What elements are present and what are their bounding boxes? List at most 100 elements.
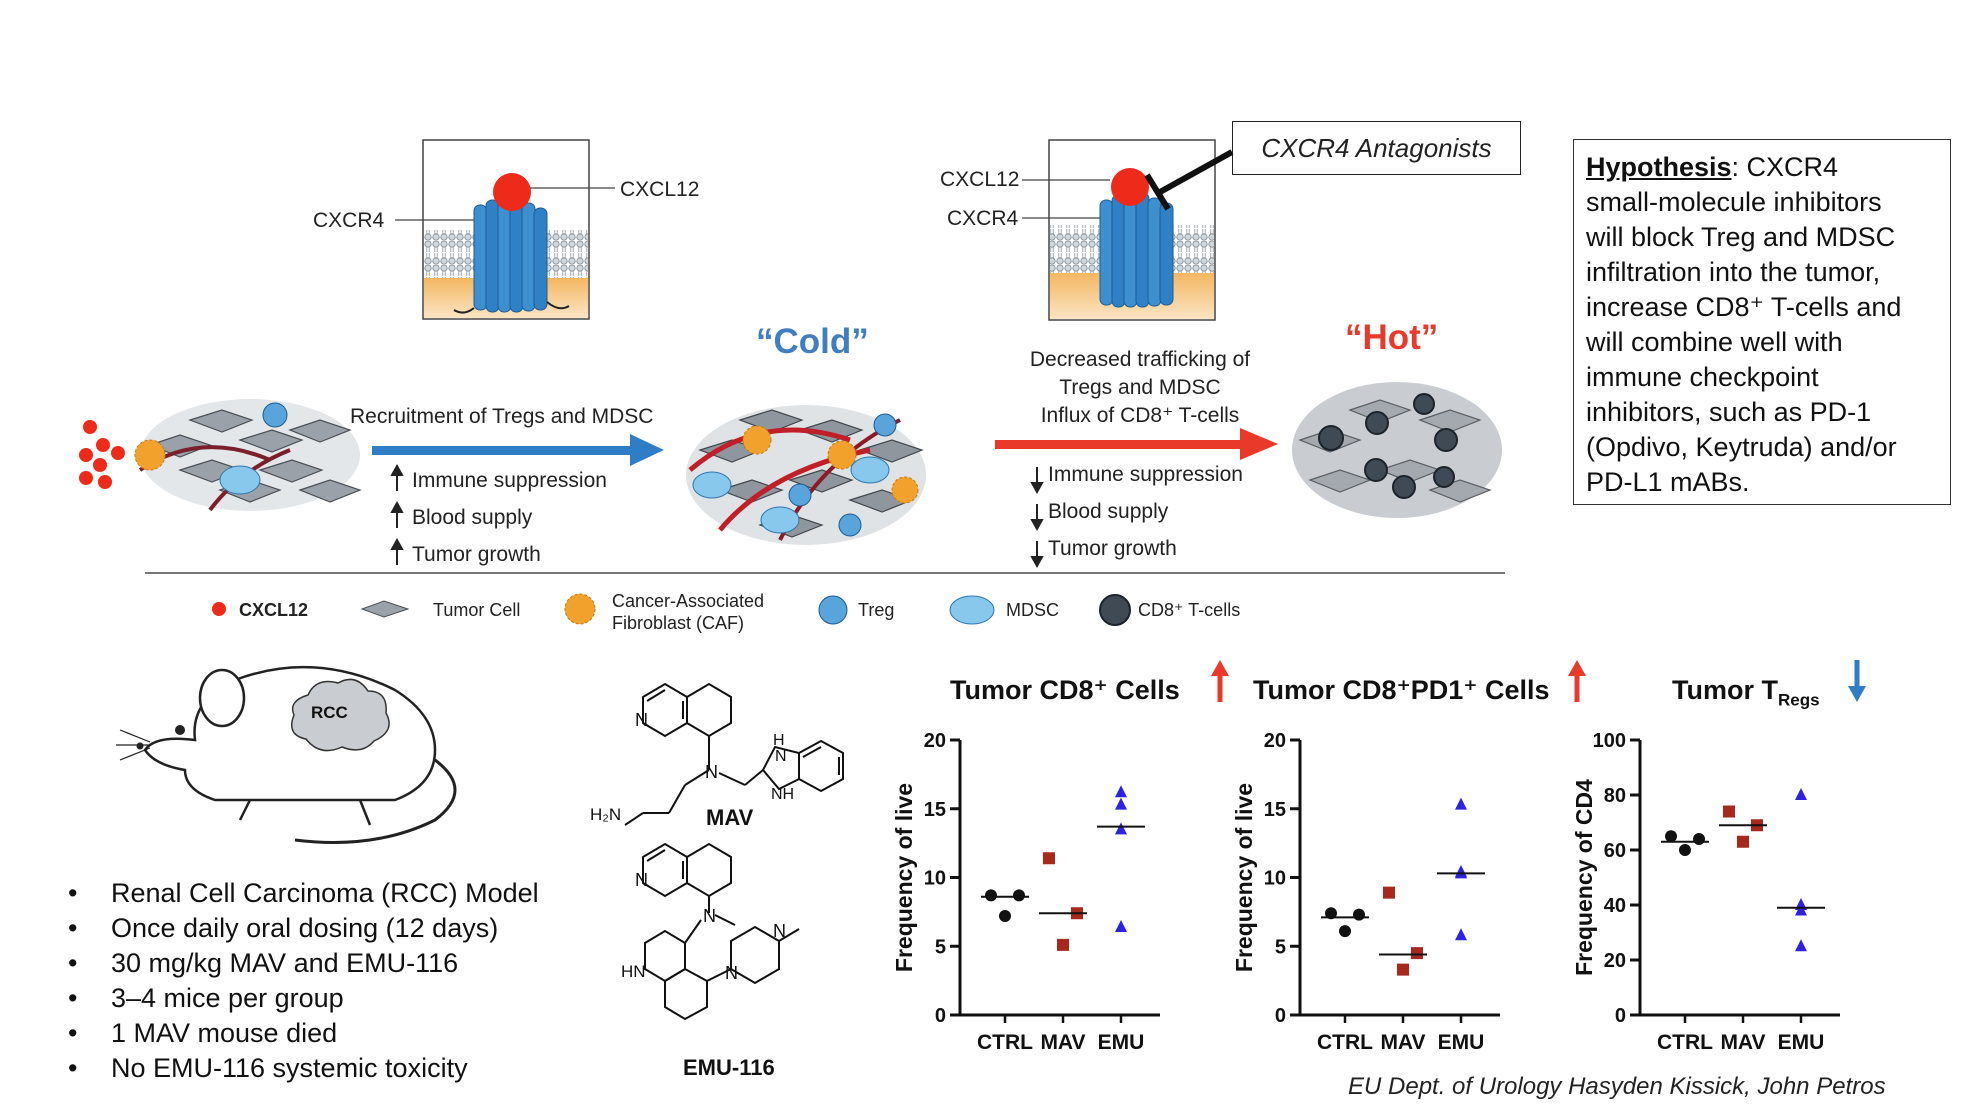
cxcr4-receptor-right xyxy=(1099,189,1174,308)
data-point-emu xyxy=(1115,797,1127,810)
legend-icons xyxy=(212,593,1131,626)
data-point-mav xyxy=(1411,947,1423,960)
rcc-tumor-icon xyxy=(291,678,390,752)
effect-up-2: Tumor growth xyxy=(412,543,541,566)
tumor-cell-icon xyxy=(360,600,410,618)
hot-tumor-cluster xyxy=(1292,382,1502,518)
y-tick-label: 20 xyxy=(1264,730,1286,752)
x-tick-label: CTRL xyxy=(1657,1031,1713,1054)
data-point-mav xyxy=(1057,938,1069,951)
trend-up-arrowhead xyxy=(1211,660,1229,676)
mav-n-atom-1: N xyxy=(635,710,648,730)
legend-mdsc: MDSC xyxy=(1006,600,1059,620)
cd8-icon xyxy=(1099,594,1131,626)
bullet-item: 30 mg/kg MAV and EMU-116 xyxy=(68,946,539,981)
y-tick-label: 60 xyxy=(1604,840,1626,862)
data-point-ctrl xyxy=(985,889,997,902)
hypothesis-heading: Hypothesis xyxy=(1586,152,1732,182)
y-tick-label: 10 xyxy=(1264,868,1286,890)
data-point-emu xyxy=(1455,928,1467,941)
x-tick-label: MAV xyxy=(1040,1031,1085,1054)
y-tick-label: 20 xyxy=(1604,950,1626,972)
label-cxcl12-right: CXCL12 xyxy=(940,168,1020,191)
data-point-emu xyxy=(1795,939,1807,952)
effect-down-2: Tumor growth xyxy=(1048,537,1177,560)
cold-label: “Cold” xyxy=(756,322,869,361)
data-point-mav xyxy=(1383,886,1395,899)
label-cxcr4-right: CXCR4 xyxy=(947,207,1019,230)
hypothesis-box: Hypothesis: CXCR4 small-molecule inhibit… xyxy=(1573,139,1951,505)
label-cxcr4-left: CXCR4 xyxy=(313,209,385,232)
pathway-diagram xyxy=(79,139,1505,574)
mav-h-atom: H xyxy=(773,732,785,749)
y-tick-label: 15 xyxy=(1264,799,1286,821)
treg-icon xyxy=(818,595,848,625)
legend-cxcl12: CXCL12 xyxy=(239,600,309,620)
data-point-ctrl xyxy=(1679,844,1691,856)
y-tick-label: 5 xyxy=(935,936,946,958)
emu-116-label: EMU-116 xyxy=(683,1055,775,1080)
data-point-ctrl xyxy=(1353,908,1365,921)
up-arrows xyxy=(390,463,404,565)
credit-line: EU Dept. of Urology Hasyden Kissick, Joh… xyxy=(1348,1073,1886,1100)
mav-amine: H₂N xyxy=(590,805,621,824)
y-tick-label: 100 xyxy=(1593,730,1626,752)
x-tick-label: MAV xyxy=(1380,1031,1425,1054)
recruitment-label: Recruitment of Tregs and MDSC xyxy=(350,405,654,428)
data-point-emu xyxy=(1115,822,1127,835)
x-tick-label: CTRL xyxy=(977,1031,1033,1054)
data-point-ctrl xyxy=(1693,833,1705,845)
y-tick-label: 0 xyxy=(1615,1005,1626,1027)
y-axis-label: Frequency of live xyxy=(1231,783,1257,972)
emu-116-structure xyxy=(642,842,800,1021)
x-tick-label: EMU xyxy=(1098,1031,1145,1054)
data-point-emu xyxy=(1455,797,1467,810)
y-axis-label: Frequency of CD4 xyxy=(1571,779,1597,976)
mdsc-icon xyxy=(949,595,995,625)
bullet-item: 1 MAV mouse died xyxy=(68,1016,539,1051)
mav-n-atom-2: N xyxy=(705,762,718,782)
mouse-illustration xyxy=(116,665,457,844)
cxcl12-dots xyxy=(79,420,125,489)
trend-up-arrowhead xyxy=(1568,660,1586,676)
mouse-rcc-label: RCC xyxy=(311,703,348,722)
receptor-panel-right xyxy=(1022,139,1234,321)
study-bullets: Renal Cell Carcinoma (RCC) Model Once da… xyxy=(68,876,539,1086)
x-tick-label: MAV xyxy=(1720,1031,1765,1054)
x-tick-label: CTRL xyxy=(1317,1031,1373,1054)
mav-nh-group: NH xyxy=(771,786,794,803)
emu-n-atom-4: N xyxy=(773,921,786,941)
antagonists-box: CXCR4 Antagonists xyxy=(1232,121,1521,175)
bullet-item: No EMU-116 systemic toxicity xyxy=(68,1051,539,1086)
legend-treg: Treg xyxy=(858,600,895,620)
hot-label: “Hot” xyxy=(1345,318,1439,357)
cxcl12-ligand-right xyxy=(1111,168,1149,206)
emu-hn-group: HN xyxy=(621,962,646,981)
cxcl12-ligand-left xyxy=(493,173,531,211)
receptor-panel-left xyxy=(395,139,615,320)
chart-title-1: Tumor CD8⁺PD1⁺ Cells xyxy=(1253,675,1550,705)
cxcr4-receptor-left xyxy=(453,194,570,314)
emu-n-atom-3: N xyxy=(725,963,738,983)
data-point-mav xyxy=(1043,852,1055,865)
recruitment-arrow xyxy=(372,434,664,466)
data-point-emu xyxy=(1795,903,1807,916)
bullet-item: 3–4 mice per group xyxy=(68,981,539,1016)
data-point-ctrl xyxy=(1665,830,1677,843)
emu-n-atom-1: N xyxy=(635,870,648,890)
data-point-mav xyxy=(1723,805,1735,818)
inhibition-line xyxy=(1158,149,1234,195)
bullet-item: Once daily oral dosing (12 days) xyxy=(68,911,539,946)
data-point-ctrl xyxy=(1325,907,1337,920)
mav-n-atom-3: N xyxy=(775,748,787,765)
y-tick-label: 10 xyxy=(924,868,946,890)
legend-tumor-cell: Tumor Cell xyxy=(433,600,521,620)
bullet-item: Renal Cell Carcinoma (RCC) Model xyxy=(68,876,539,911)
chemical-structures: N N H N NH H₂N N N HN N N xyxy=(590,682,844,1021)
y-tick-label: 80 xyxy=(1604,785,1626,807)
chart-title-2: Tumor TRegs xyxy=(1672,675,1820,710)
y-axis-label: Frequency of live xyxy=(891,783,917,972)
y-tick-label: 15 xyxy=(924,799,946,821)
